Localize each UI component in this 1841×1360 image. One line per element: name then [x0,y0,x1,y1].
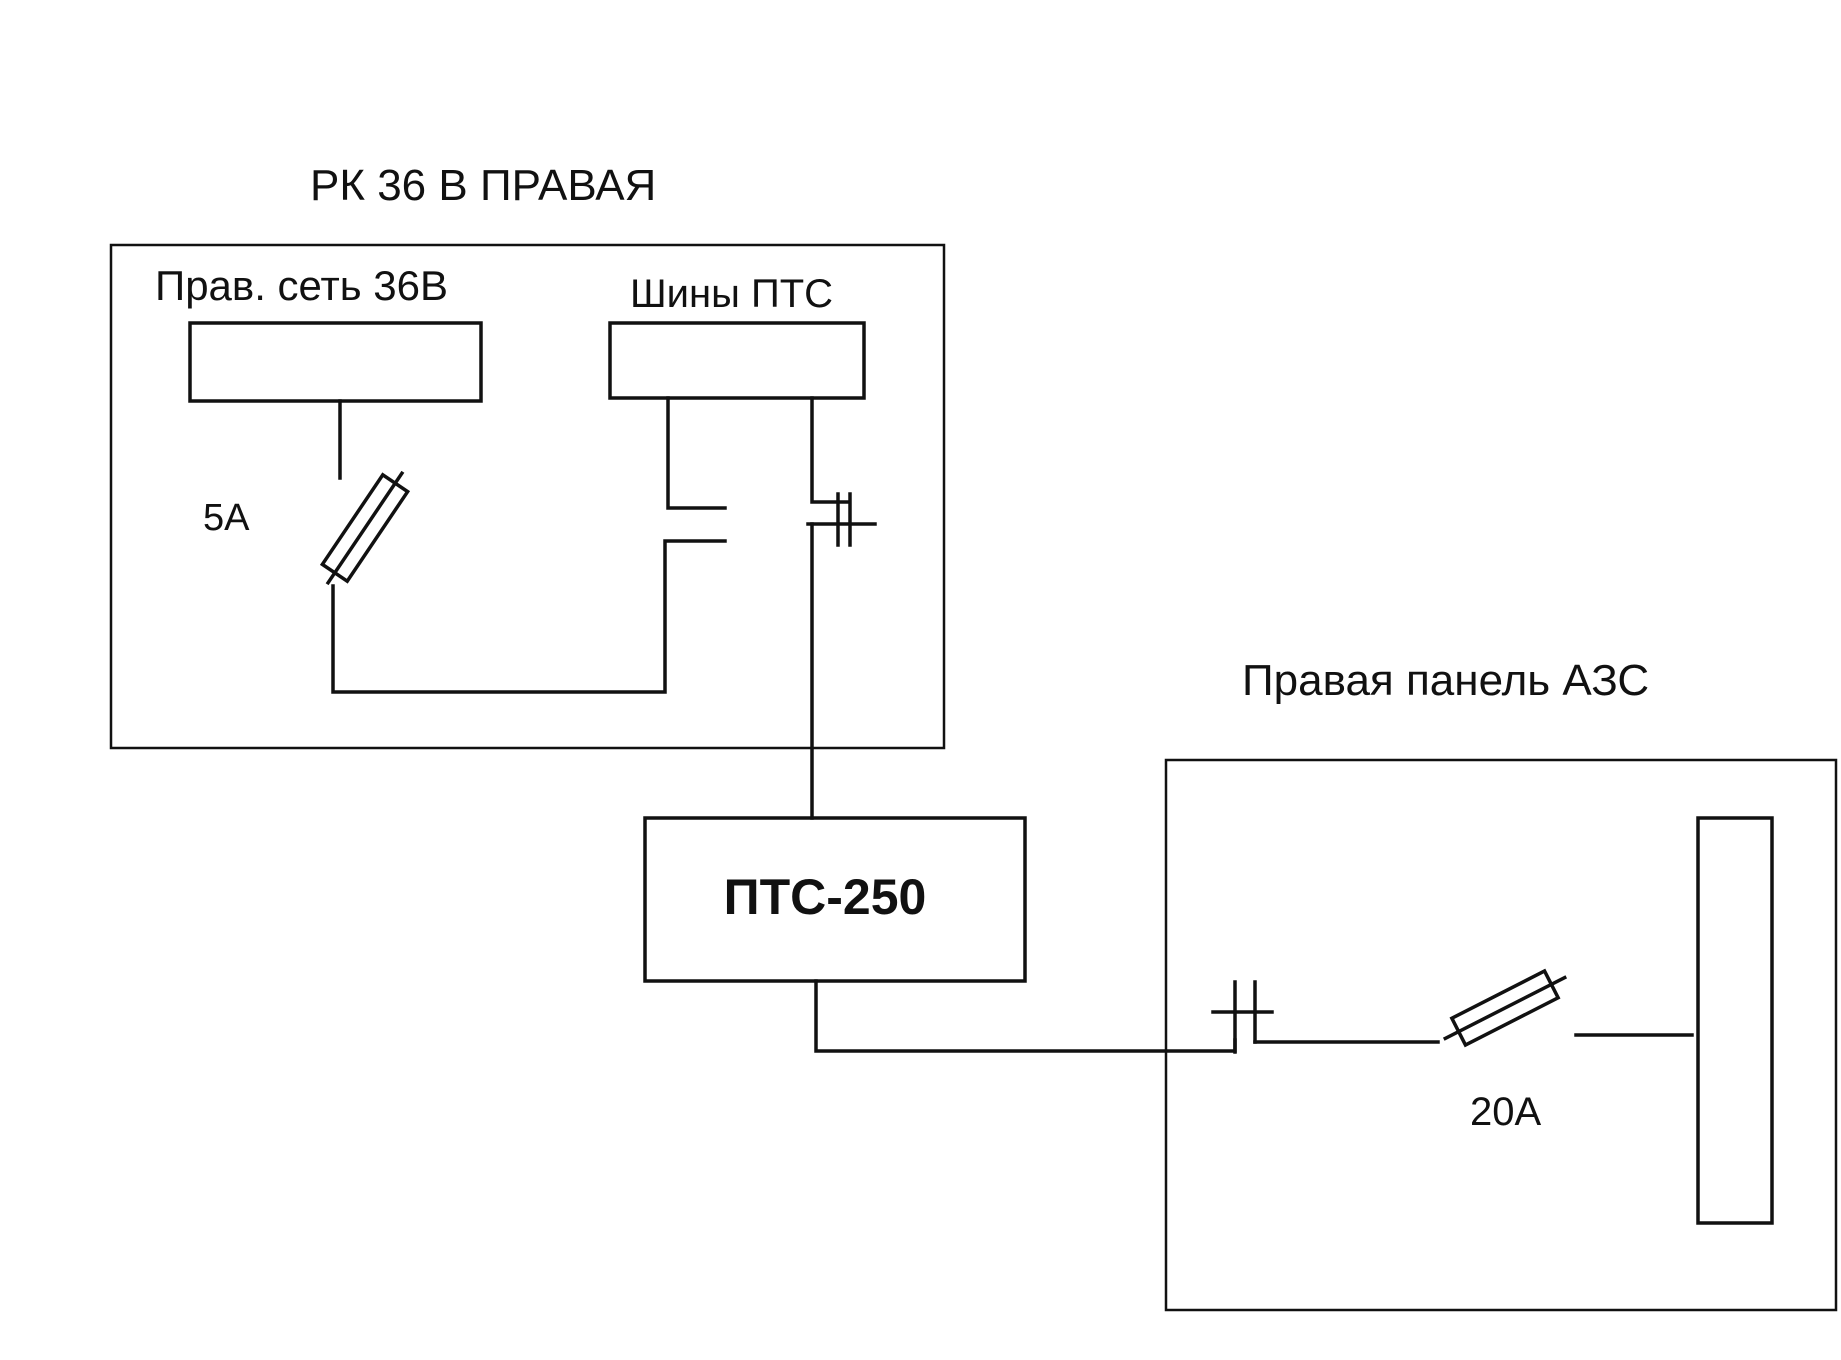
converter-box [643,816,1027,983]
left-panel-frame [109,243,946,750]
converter-label: ПТС-250 [724,869,927,925]
net-bus-bar [188,321,483,403]
pts-bus-bar [608,321,866,400]
fuse-5a-return-wire [331,539,727,694]
connector-right-symbol [1211,980,1274,1054]
fuse-5a-label: 5А [203,497,250,539]
fuse-20a-symbol [1442,968,1568,1048]
right-panel-frame [1164,758,1838,1312]
right-panel-title: Правая панель АЗС [1242,656,1649,705]
net-bus-label: Прав. сеть 36В [155,262,448,309]
converter-output-wire [814,979,1237,1053]
connector-left-symbol [806,492,877,547]
pts-bus-contact-wire [666,396,727,510]
pts-bus-right-drop-wire [810,396,850,504]
fuse-20a-label: 20А [1470,1090,1541,1134]
azs-bus-bar [1696,816,1774,1225]
fuse-5a-symbol [319,470,411,586]
left-panel-title: РК 36 В ПРАВАЯ [310,161,656,210]
pts-bus-label: Шины ПТС [630,272,833,316]
